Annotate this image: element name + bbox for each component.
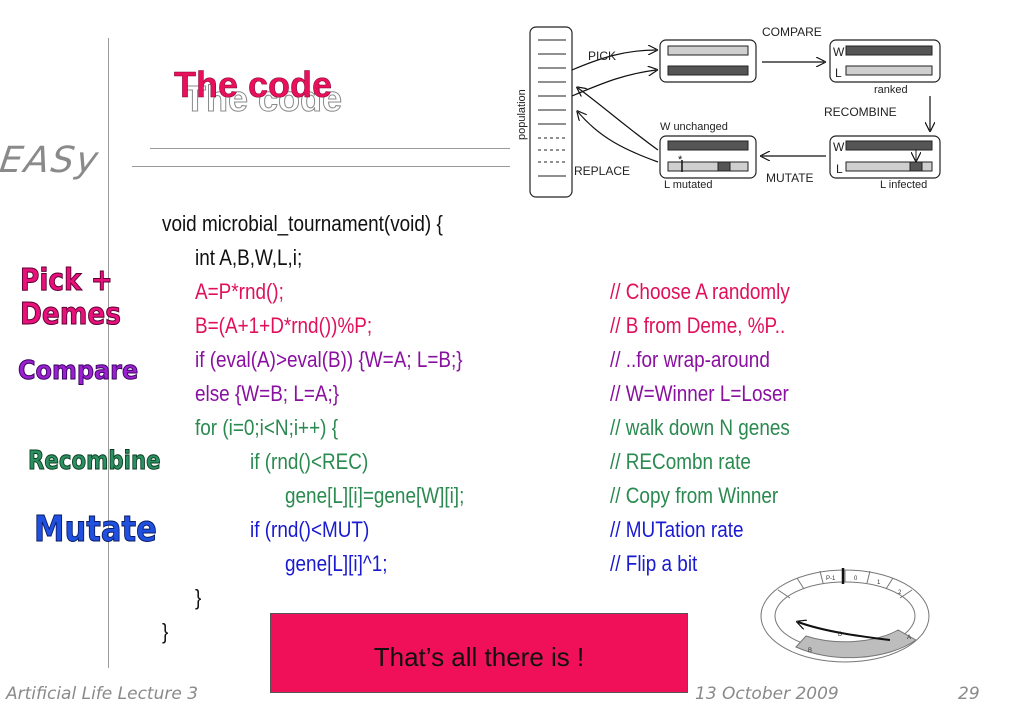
recombine-label: RECOMBINE	[824, 105, 897, 119]
pick-arrow-upper	[571, 50, 656, 71]
page-number: 29	[958, 684, 980, 704]
mutate-label: MUTATE	[766, 171, 814, 185]
footer-date: 13 October 2009	[695, 684, 839, 704]
ring-label-1: 1	[877, 580, 881, 586]
replace-arrow-upper	[578, 88, 659, 151]
title-shadow: The code	[183, 78, 343, 120]
code-comment: // ..for wrap-around	[610, 347, 770, 372]
horizontal-rule-top	[150, 148, 510, 149]
infected-w-label: W	[833, 140, 845, 154]
ring-label-0: 0	[854, 576, 858, 582]
label-pick: Pick +	[20, 263, 114, 298]
population-label: population	[516, 89, 528, 140]
ring-label-d: D	[838, 632, 843, 638]
brand-logo: EASy	[0, 140, 103, 181]
code-comment: // Choose A randomly	[610, 279, 790, 304]
vertical-rule	[108, 38, 109, 668]
code-comment: // W=Winner L=Loser	[610, 381, 789, 406]
code-line: }	[162, 619, 169, 644]
ranked-w-label: W	[833, 45, 845, 59]
code-line: B=(A+1+D*rnd())%P;	[195, 313, 373, 338]
ring-label-a: A	[907, 635, 911, 641]
code-line: if (rnd()<REC)	[250, 449, 369, 474]
replace-arrow-lower	[578, 112, 659, 163]
compare-label: COMPARE	[762, 25, 822, 39]
code-line: gene[L][i]=gene[W][i];	[285, 483, 465, 508]
ranked-label: ranked	[874, 84, 908, 96]
code-comment: // MUTation rate	[610, 517, 744, 542]
pick-arrow-lower	[571, 70, 656, 97]
code-line: gene[L][i]^1;	[285, 551, 388, 576]
code-line: else {W=B; L=A;}	[195, 381, 340, 406]
l-mutated-label: L mutated	[664, 179, 713, 191]
ring-label-p-1: P-1	[826, 576, 836, 582]
code-line: A=P*rnd();	[195, 279, 284, 304]
page-title: The code The code	[174, 64, 394, 124]
code-line: }	[195, 585, 202, 610]
deme-arrow	[798, 622, 891, 641]
code-comment: // Copy from Winner	[610, 483, 779, 508]
banner-text: That’s all there is !	[373, 642, 585, 672]
code-comment: // B from Deme, %P..	[610, 313, 786, 338]
infected-l-label: L	[836, 162, 843, 176]
label-compare: Compare	[18, 356, 139, 386]
footer-course: Artificial Life Lecture 3	[6, 684, 199, 704]
label-recombine: Recombine	[28, 446, 161, 476]
code-comment: // RECombn rate	[610, 449, 751, 474]
code-comment: // Flip a bit	[610, 551, 698, 576]
code-line: void microbial_tournament(void) {	[162, 211, 443, 236]
population-box	[529, 26, 573, 198]
code-line: if (eval(A)>eval(B)) {W=A; L=B;}	[195, 347, 463, 372]
code-comment: // walk down N genes	[610, 415, 790, 440]
mutation-star: *	[678, 154, 683, 166]
code-line: if (rnd()<MUT)	[250, 517, 370, 542]
ranked-l-label: L	[835, 66, 842, 80]
deme-ring-diagram: P-1 0 1 2 A D B	[760, 568, 930, 663]
code-line: int A,B,W,L,i;	[195, 245, 303, 270]
code-line: for (i=0;i<N;i++) {	[195, 415, 339, 440]
title-text: The code	[174, 64, 333, 106]
replace-label: REPLACE	[574, 164, 630, 178]
label-demes: Demes	[20, 297, 122, 332]
pick-label: PICK	[588, 49, 616, 63]
label-mutate: Mutate	[34, 509, 158, 550]
ring-label-2: 2	[898, 590, 902, 596]
ring-label-b: B	[808, 648, 812, 654]
conclusion-banner: That’s all there is !	[270, 613, 688, 693]
horizontal-rule-bottom	[132, 166, 510, 167]
w-unchanged-label: W unchanged	[660, 121, 728, 133]
tournament-diagram: population PICK COMPARE W L ranked RECOM…	[516, 25, 941, 198]
infected-label: L infected	[880, 179, 927, 191]
